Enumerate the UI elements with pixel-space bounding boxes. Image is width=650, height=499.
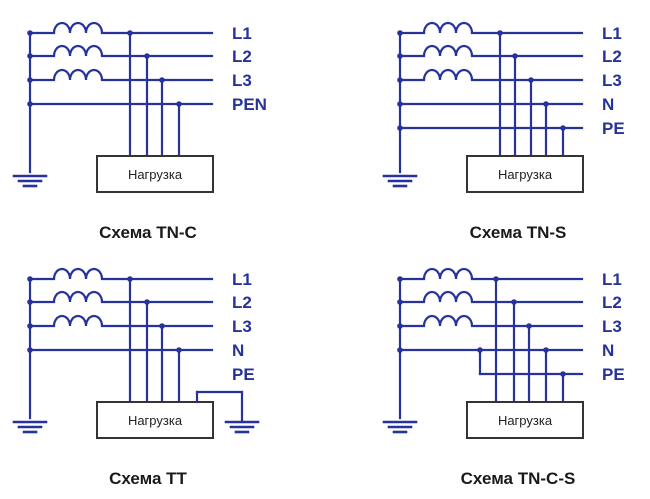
junction-dot — [127, 276, 133, 282]
line-label-l1: L1 — [602, 24, 622, 43]
junction-dot — [397, 30, 403, 36]
scheme-caption: Схема TN-S — [470, 223, 567, 242]
junction-dot — [477, 347, 483, 353]
line-label-l2: L2 — [602, 293, 622, 312]
local-ground-symbol — [224, 420, 260, 434]
junction-dot — [528, 77, 534, 83]
junction-dot — [27, 53, 33, 59]
ground-symbol — [12, 174, 48, 188]
junction-dot — [27, 101, 33, 107]
coil-l2 — [52, 290, 104, 303]
coil-l1 — [52, 21, 104, 34]
coil-l3 — [422, 68, 474, 81]
line-label-l1: L1 — [602, 270, 622, 289]
ground-symbol — [382, 420, 418, 434]
coil-l2 — [422, 290, 474, 303]
line-label-l2: L2 — [602, 47, 622, 66]
line-label-l3: L3 — [232, 317, 252, 336]
line-label-l2: L2 — [232, 293, 252, 312]
line-label-l1: L1 — [232, 270, 252, 289]
line-label-l3: L3 — [232, 71, 252, 90]
junction-dot — [27, 77, 33, 83]
junction-dot — [397, 77, 403, 83]
junction-dot — [511, 299, 517, 305]
line-label-pe: PE — [232, 365, 255, 384]
coil-l3 — [52, 68, 104, 81]
junction-dot — [397, 323, 403, 329]
load-label: Нагрузка — [498, 413, 553, 428]
junction-dot — [497, 30, 503, 36]
ground-symbol — [12, 420, 48, 434]
line-label-n: N — [602, 341, 614, 360]
scheme-caption: Схема TN-C — [99, 223, 197, 242]
junction-dot — [493, 276, 499, 282]
load-box — [466, 401, 584, 439]
load-box — [96, 401, 214, 439]
line-label-l3: L3 — [602, 317, 622, 336]
coil-l1 — [52, 267, 104, 280]
load-label: Нагрузка — [498, 167, 553, 182]
junction-dot — [543, 101, 549, 107]
junction-dot — [397, 276, 403, 282]
junction-dot — [397, 125, 403, 131]
coil-l3 — [52, 314, 104, 327]
line-label-l1: L1 — [232, 24, 252, 43]
junction-dot — [512, 53, 518, 59]
line-label-l3: L3 — [602, 71, 622, 90]
scheme-caption: Схема TT — [109, 469, 187, 488]
junction-dot — [526, 323, 532, 329]
junction-dot — [27, 276, 33, 282]
load-label: Нагрузка — [128, 413, 183, 428]
junction-dot — [159, 77, 165, 83]
load-box — [466, 155, 584, 193]
junction-dot — [176, 347, 182, 353]
junction-dot — [397, 299, 403, 305]
junction-dot — [560, 371, 566, 377]
junction-dot — [27, 323, 33, 329]
junction-dot — [397, 347, 403, 353]
coil-l2 — [52, 44, 104, 57]
junction-dot — [127, 30, 133, 36]
junction-dot — [560, 125, 566, 131]
coil-l3 — [422, 314, 474, 327]
junction-dot — [27, 30, 33, 36]
junction-dot — [543, 347, 549, 353]
load-box — [96, 155, 214, 193]
line-label-n: N — [602, 95, 614, 114]
junction-dot — [397, 53, 403, 59]
ground-symbol — [382, 174, 418, 188]
coil-l2 — [422, 44, 474, 57]
junction-dot — [27, 299, 33, 305]
junction-dot — [144, 299, 150, 305]
line-label-pe: PE — [602, 119, 625, 138]
scheme-caption: Схема TN-C-S — [461, 469, 576, 488]
load-label: Нагрузка — [128, 167, 183, 182]
line-label-n: N — [232, 341, 244, 360]
line-label-pen: PEN — [232, 95, 267, 114]
junction-dot — [159, 323, 165, 329]
junction-dot — [397, 101, 403, 107]
junction-dot — [27, 347, 33, 353]
coil-l1 — [422, 267, 474, 280]
line-label-l2: L2 — [232, 47, 252, 66]
line-label-pe: PE — [602, 365, 625, 384]
junction-dot — [144, 53, 150, 59]
junction-dot — [176, 101, 182, 107]
coil-l1 — [422, 21, 474, 34]
